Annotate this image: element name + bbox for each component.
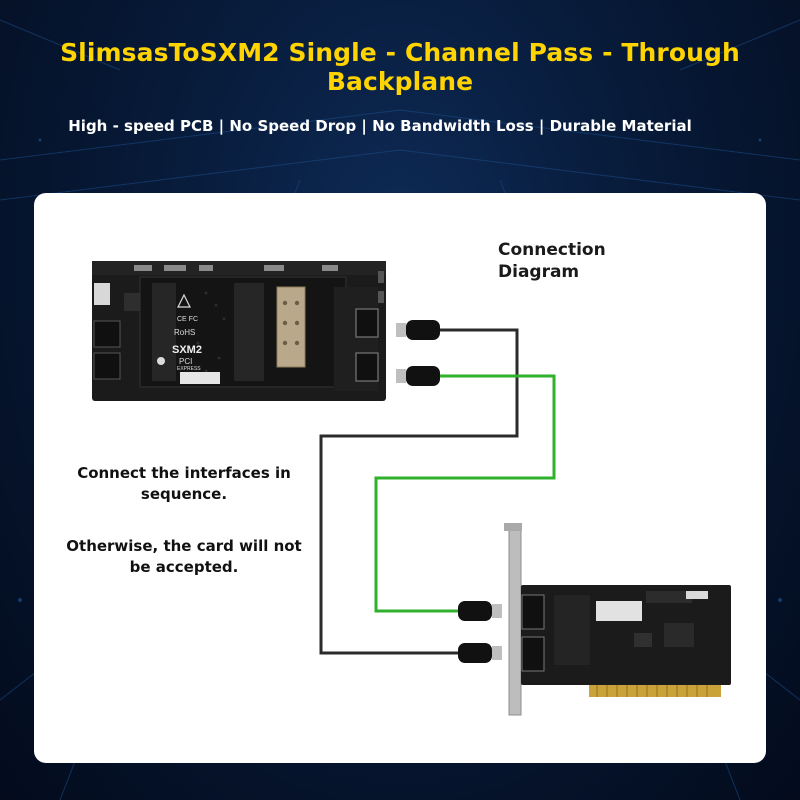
black-cable	[319, 328, 519, 655]
instruction-note-2: Otherwise, the card will not be accepted…	[34, 536, 334, 578]
diagram-title-line-2: Diagram	[498, 262, 580, 282]
pcie-port-top	[521, 594, 545, 630]
note-2-line-2: be accepted.	[129, 558, 239, 576]
page-subtitle: High - speed PCB | No Speed Drop | No Ba…	[68, 117, 692, 135]
cable-connector-green-bottom	[458, 601, 502, 621]
slimsas-port-top	[355, 308, 379, 338]
warning-icon	[177, 293, 191, 308]
slimsas-port-bottom	[355, 352, 379, 382]
note-1-line-1: Connect the interfaces in	[77, 464, 291, 482]
express-label: EXPRESS	[177, 366, 201, 372]
cable-connector-black-top	[396, 320, 440, 340]
diagram-panel: CE FC RoHS SXM2 PCI EXPRESS	[34, 193, 766, 763]
pcie-port-bottom	[521, 636, 545, 672]
connection-diagram-title: Connection Diagram	[498, 239, 606, 283]
green-cable	[374, 374, 556, 613]
pcie-card	[504, 523, 731, 716]
diagram-title-line-1: Connection	[498, 240, 606, 260]
page-title: SlimsasToSXM2 Single - Channel Pass - Th…	[60, 38, 740, 96]
sxm2-label: SXM2	[172, 344, 202, 356]
sxm2-board: CE FC RoHS SXM2 PCI EXPRESS	[92, 261, 386, 401]
diagram-canvas: CE FC RoHS SXM2 PCI EXPRESS	[92, 261, 731, 716]
instruction-note-1: Connect the interfaces in sequence.	[34, 463, 334, 505]
ce-fc-mark: CE FC	[177, 316, 198, 323]
cable-connector-black-bottom	[458, 643, 502, 663]
note-2-line-1: Otherwise, the card will not	[66, 537, 302, 555]
sxm2-socket-area	[139, 276, 347, 388]
pci-label: PCI	[179, 357, 192, 366]
rohs-mark: RoHS	[174, 328, 195, 337]
cable-connector-green-top	[396, 366, 440, 386]
note-1-line-2: sequence.	[140, 485, 228, 503]
pci-express-logo	[157, 357, 165, 365]
